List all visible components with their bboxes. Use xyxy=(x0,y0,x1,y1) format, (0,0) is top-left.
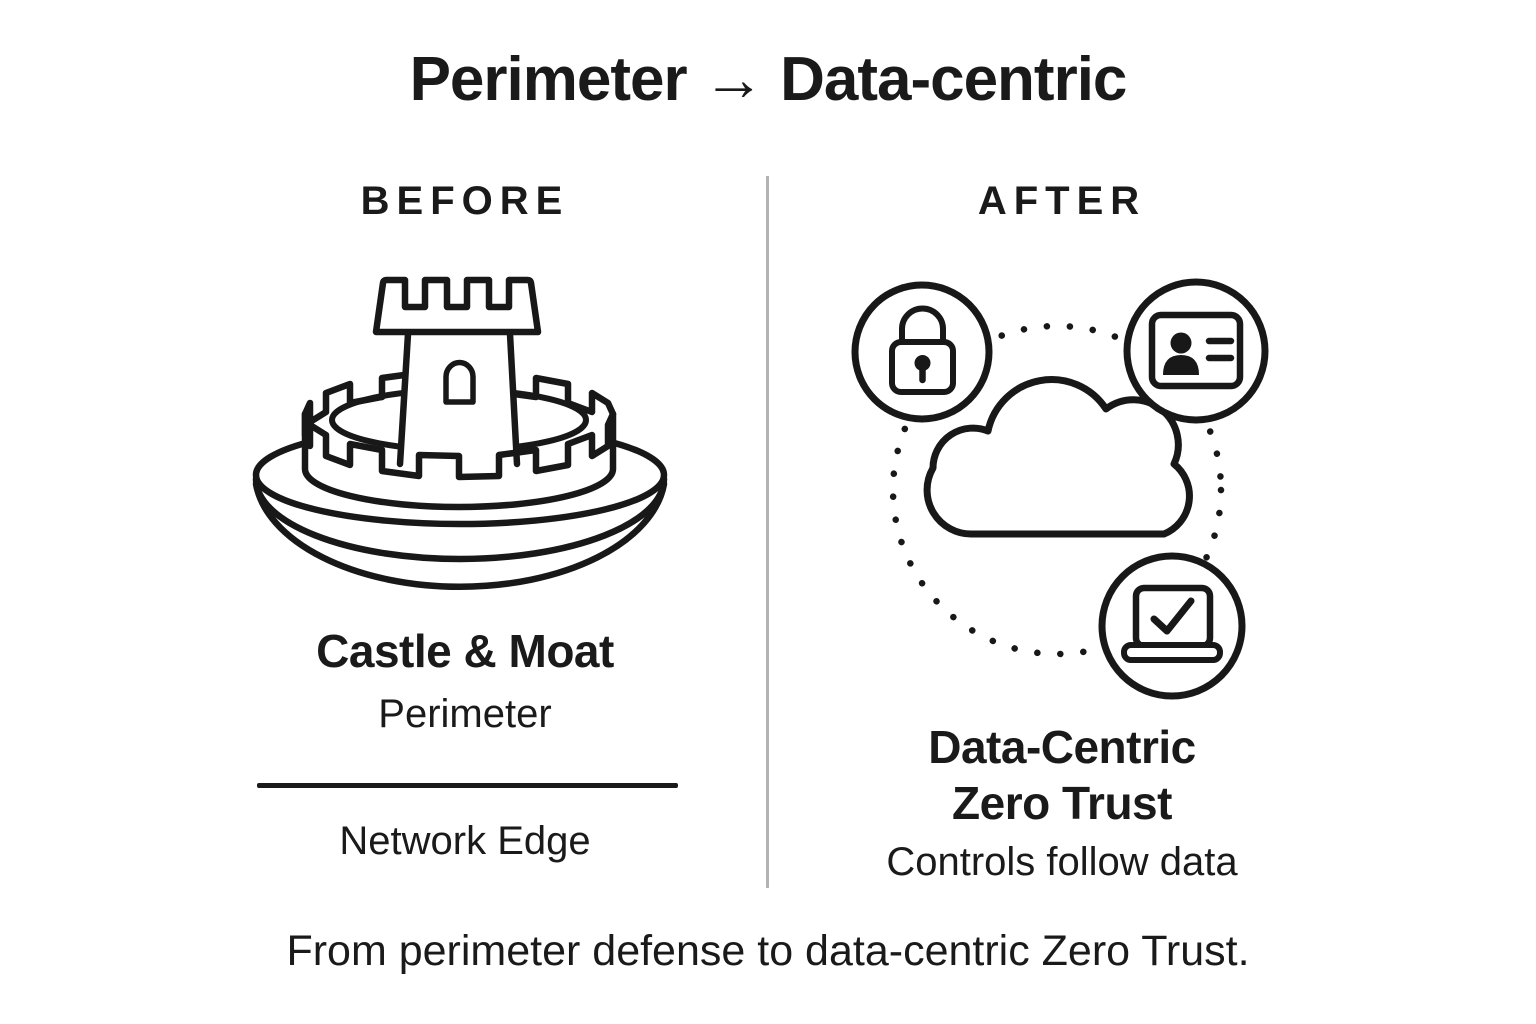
castle-moat-illustration xyxy=(252,276,668,590)
after-heading-line2: Zero Trust xyxy=(952,777,1172,830)
after-heading-line1: Data-Centric xyxy=(928,721,1196,773)
dotted-orbit-circle xyxy=(889,322,1225,658)
before-underline-divider xyxy=(257,783,678,788)
page-title: Perimeter → Data-centric xyxy=(409,45,1128,114)
after-subheading: Controls follow data xyxy=(886,840,1238,884)
cloud-icon xyxy=(923,376,1193,538)
before-heading: Castle & Moat xyxy=(316,625,614,677)
after-column-label: AFTER xyxy=(977,179,1147,223)
front-battlements-icon xyxy=(301,410,617,481)
after-heading: Data-Centric Zero Trust xyxy=(800,719,1324,831)
laptop-check-icon xyxy=(1098,552,1246,700)
bottom-caption: From perimeter defense to data-centric Z… xyxy=(286,927,1250,975)
before-footnote: Network Edge xyxy=(339,819,591,863)
id-card-icon xyxy=(1123,278,1269,424)
lock-icon xyxy=(851,281,993,423)
before-subheading: Perimeter xyxy=(378,692,552,736)
castle-tower-icon xyxy=(372,276,542,468)
zero-trust-illustration xyxy=(851,278,1269,700)
before-column-label: BEFORE xyxy=(360,179,570,223)
tower-door-icon xyxy=(443,359,476,405)
column-divider xyxy=(766,176,769,888)
